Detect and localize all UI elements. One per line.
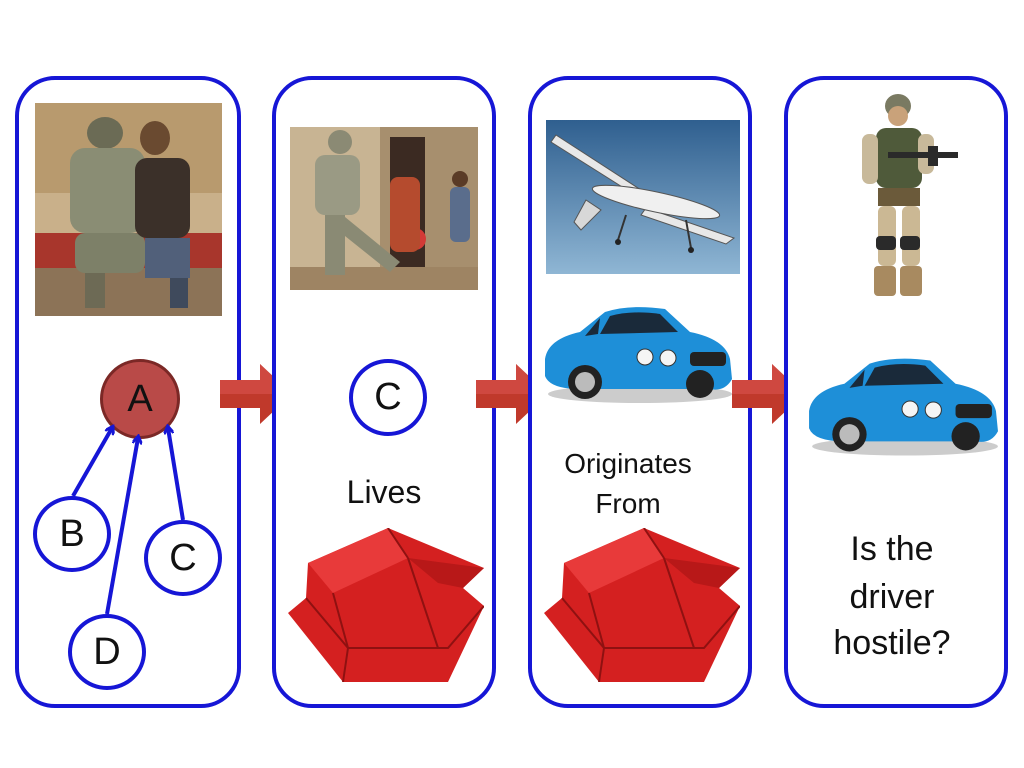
- photo-soldier-with-local: [35, 103, 222, 316]
- car-icon: [809, 358, 998, 456]
- question-line3: hostile?: [833, 624, 951, 662]
- node-b-label: B: [59, 512, 85, 555]
- soldier-figure: [862, 94, 958, 296]
- photo-soldier-playing-soccer: [290, 127, 478, 290]
- photo-drone: [546, 120, 740, 274]
- node-c-lives-label: C: [374, 376, 402, 418]
- node-c: C: [144, 520, 222, 596]
- node-c-lives: C: [349, 359, 427, 436]
- house-icon: [288, 528, 484, 682]
- node-b: B: [33, 496, 111, 572]
- originates-caption-line2: From: [595, 488, 661, 519]
- originates-caption-line1: Originates: [564, 448, 692, 479]
- car-icon: [545, 307, 732, 403]
- node-a: A: [100, 359, 180, 439]
- node-a-label: A: [127, 377, 153, 420]
- node-d: D: [68, 614, 146, 690]
- house-icon: [544, 528, 740, 682]
- question-line1: Is the: [850, 530, 934, 568]
- node-c-label: C: [169, 536, 197, 579]
- question-line2: driver: [849, 578, 935, 616]
- node-d-label: D: [93, 630, 121, 673]
- lives-caption: Lives: [346, 474, 422, 510]
